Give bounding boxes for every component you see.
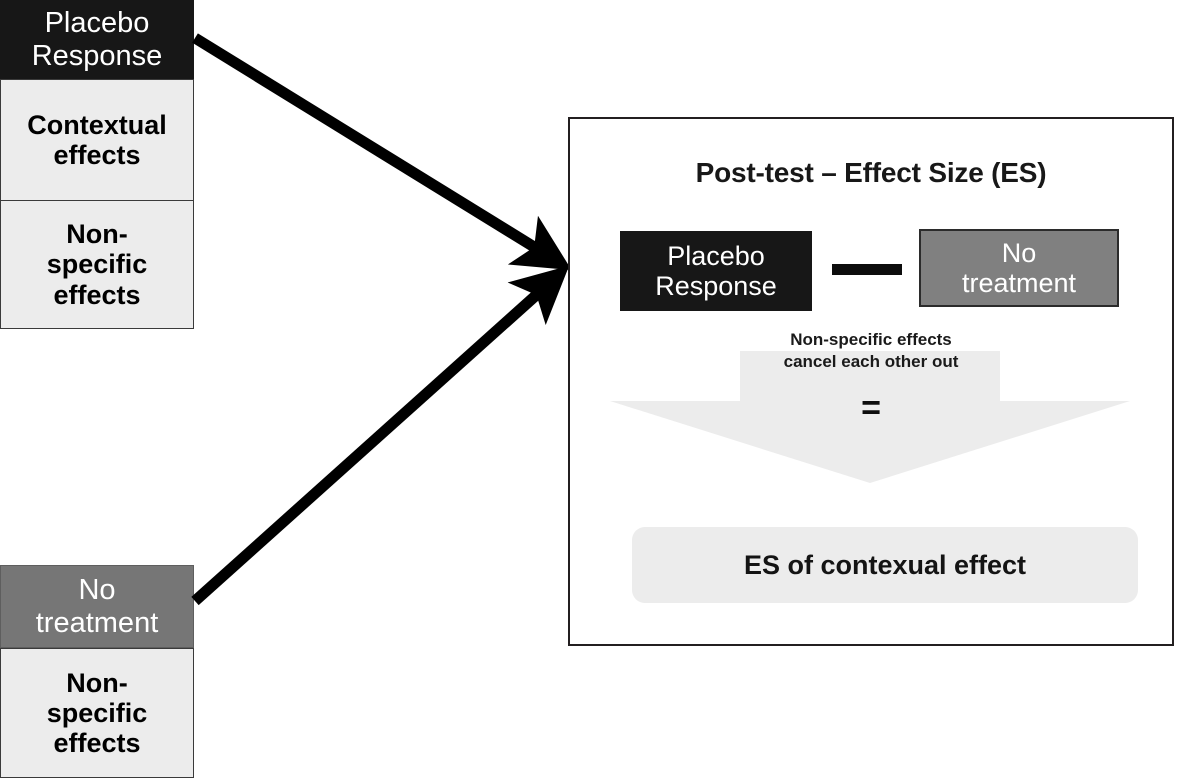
post-test-panel: Post-test – Effect Size (ES) Placebo Res… xyxy=(568,117,1174,646)
arrow-placebo-to-panel xyxy=(192,33,572,271)
no-treatment-group: No treatment Non- specific effects xyxy=(0,565,194,778)
equation-no-treatment-box: No treatment xyxy=(919,229,1119,307)
equals-operator-icon: = xyxy=(861,389,881,427)
no-treatment-nonspecific-effects-box: Non- specific effects xyxy=(0,648,194,778)
arrow-no-treatment-to-panel xyxy=(191,265,570,606)
down-arrow-icon xyxy=(610,351,1130,483)
minus-operator-icon xyxy=(832,264,902,275)
panel-title: Post-test – Effect Size (ES) xyxy=(695,157,1047,188)
no-treatment-header-box: No treatment xyxy=(0,565,194,648)
es-result-box: ES of contexual effect xyxy=(632,527,1138,603)
placebo-response-header-box: Placebo Response xyxy=(0,0,194,79)
equation-placebo-response-box: Placebo Response xyxy=(620,231,812,311)
placebo-contextual-effects-box: Contextual effects xyxy=(0,79,194,201)
placebo-nonspecific-effects-box: Non- specific effects xyxy=(0,200,194,329)
cancel-note-text: Non-specific effects cancel each other o… xyxy=(783,330,959,372)
placebo-response-group: Placebo Response Contextual effects Non-… xyxy=(0,0,194,329)
